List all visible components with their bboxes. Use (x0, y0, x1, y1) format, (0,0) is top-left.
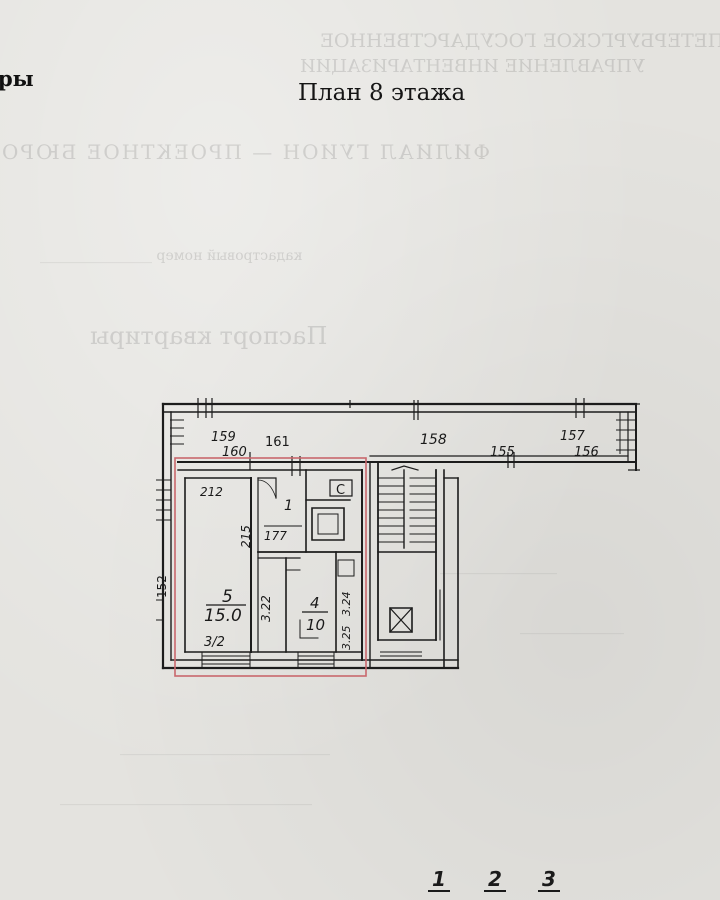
room-number: 1 (284, 498, 293, 514)
dim-label: 158 (420, 432, 447, 448)
dim-label: 161 (265, 435, 290, 450)
dim-label: 155 (490, 445, 515, 460)
plan-wall-ticks (197, 398, 640, 476)
dim-label: 159 (211, 430, 236, 445)
measure-label: 3.22 (259, 595, 273, 622)
dim-label: 160 (222, 445, 247, 460)
room-area: 15.0 (204, 606, 242, 626)
header-fragment: ры (0, 66, 34, 91)
measure-label: 3/2 (204, 635, 225, 650)
page-title: План 8 этажа (298, 80, 466, 106)
room-number: 4 (310, 594, 320, 612)
page-link-3[interactable]: 3 (538, 868, 560, 892)
dim-label: 152 (155, 575, 169, 598)
plan-windows (156, 412, 636, 668)
room-area: 177 (264, 529, 287, 543)
room-area: 10 (306, 616, 325, 634)
measure-label: 212 (200, 485, 223, 499)
apartment-outline (174, 457, 367, 677)
measure-label: 3.24 (340, 592, 353, 617)
measure-label: 3.25 (340, 626, 353, 651)
dim-label: 157 (560, 429, 586, 444)
plan-walls (161, 402, 638, 670)
page-link-1[interactable]: 1 (428, 868, 450, 892)
bath-label: С (336, 483, 345, 498)
room-number: 5 (222, 587, 233, 607)
measure-label: 215 (239, 525, 253, 548)
page-link-2[interactable]: 2 (484, 868, 506, 892)
dim-label: 156 (574, 445, 599, 460)
